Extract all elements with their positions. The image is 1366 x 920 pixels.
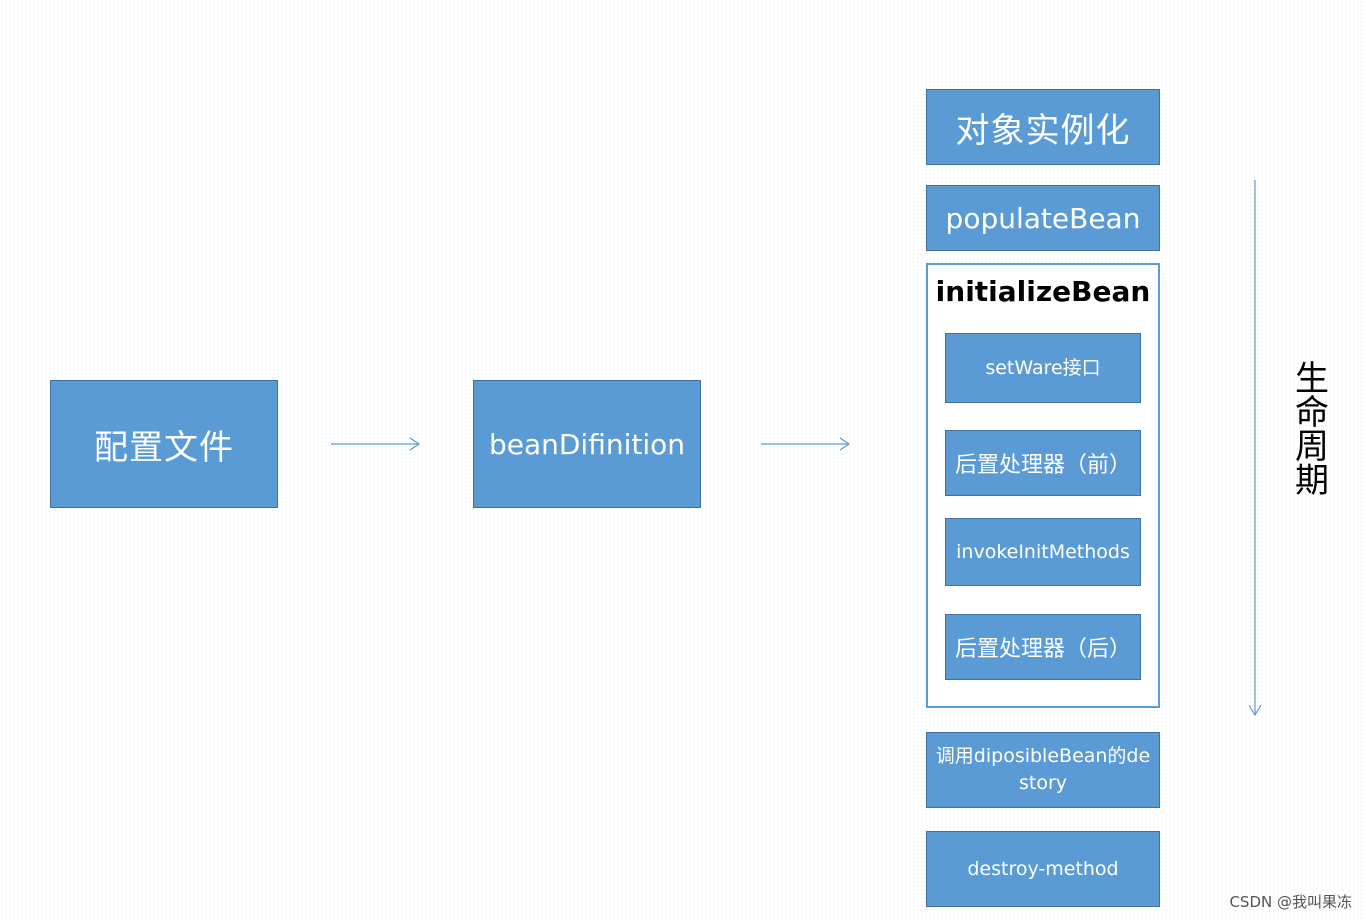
post-processor-after-step: 后置处理器（后） (945, 614, 1141, 680)
set-aware-step: setWare接口 (945, 333, 1141, 403)
post-processor-after-label: 后置处理器（后） (954, 637, 1131, 662)
instantiate-box: 对象实例化 (926, 89, 1160, 165)
disposable-destroy-box: 调用diposibleBean的destory (926, 732, 1160, 808)
config-file-box: 配置文件 (50, 380, 278, 508)
destroy-method-box: destroy-method (926, 831, 1160, 907)
invoke-init-methods-label: invokeInitMethods (956, 540, 1130, 563)
watermark: CSDN @我叫果冻 (1229, 893, 1352, 911)
invoke-init-methods-step: invokeInitMethods (945, 518, 1141, 586)
destroy-method-label: destroy-method (967, 857, 1119, 880)
populate-bean-box: populateBean (926, 185, 1160, 251)
lifecycle-label: 生命周期 (1295, 359, 1329, 501)
instantiate-label: 对象实例化 (955, 110, 1131, 151)
arrow-config-to-definition (331, 437, 421, 451)
arrow-definition-to-lifecycle (761, 437, 851, 451)
bean-definition-label: beanDifinition (488, 427, 686, 461)
bean-definition-box: beanDifinition (473, 380, 701, 508)
lifecycle-arrow (1248, 180, 1262, 717)
initialize-bean-title: initializeBean (935, 275, 1151, 308)
post-processor-before-step: 后置处理器（前） (945, 430, 1141, 496)
populate-bean-label: populateBean (945, 201, 1141, 235)
set-aware-label: setWare接口 (985, 356, 1101, 379)
config-file-label: 配置文件 (94, 427, 234, 468)
post-processor-before-label: 后置处理器（前） (954, 453, 1131, 478)
disposable-destroy-label: 调用diposibleBean的destory (935, 745, 1151, 794)
